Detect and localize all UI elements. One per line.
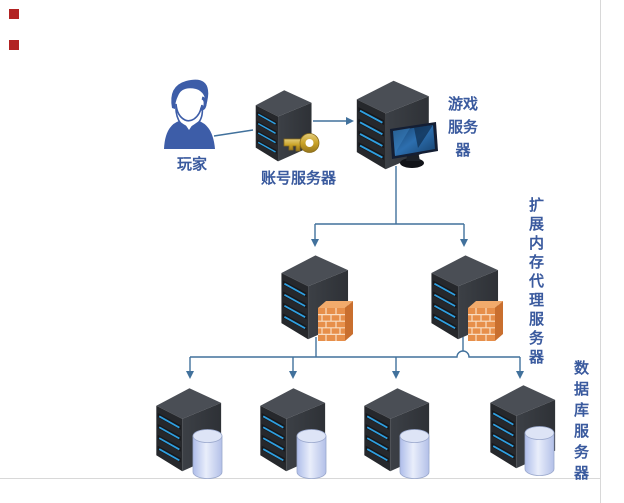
account-server-label: 账号服务器: [261, 170, 337, 187]
page-bottom-border: [0, 478, 601, 479]
game-server-label: 游戏 服务 器: [444, 93, 482, 162]
database-cylinder-3-icon: [399, 429, 430, 479]
person-icon: [162, 76, 217, 150]
red-marker-top: [9, 9, 19, 19]
game-server-label-line1: 游戏: [447, 96, 478, 113]
monitor-icon: [388, 119, 440, 169]
red-marker-bottom: [9, 40, 19, 50]
firewall-right-icon: [466, 298, 505, 343]
database-cylinder-4-icon: [524, 426, 555, 476]
database-server-label: 数据库服务器: [572, 360, 589, 486]
key-icon: [282, 128, 320, 160]
page-right-border: [600, 0, 601, 503]
game-server-label-line2: 服务: [447, 119, 478, 136]
game-server-label-line3: 器: [455, 142, 471, 159]
player-label: 玩家: [177, 156, 208, 173]
firewall-left-icon: [316, 298, 355, 343]
database-cylinder-2-icon: [296, 429, 327, 479]
database-cylinder-1-icon: [192, 429, 223, 479]
proxy-server-label: 扩展内存代理服务器: [527, 197, 544, 368]
